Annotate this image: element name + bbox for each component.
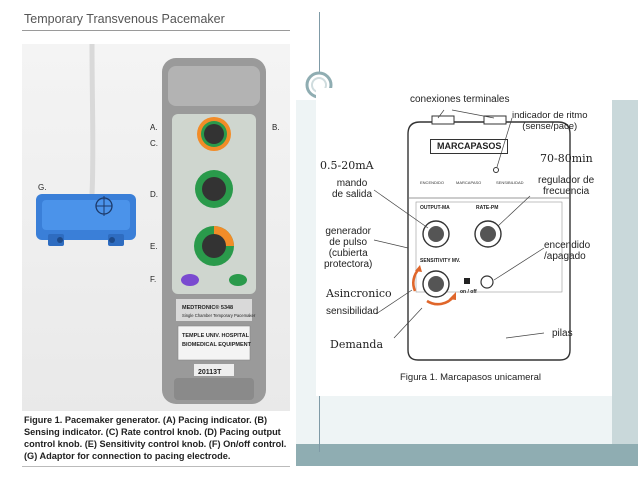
label-generador: generador de pulso (cubierta protectora) xyxy=(324,226,373,270)
pacemaker-photo: A. B. C. D. E. F. G. MEDTRONIC® 5348 Sin… xyxy=(22,44,290,411)
label-b: B. xyxy=(272,123,280,132)
slide-edge-band xyxy=(612,100,638,444)
pacemaker-illustration: A. B. C. D. E. F. G. MEDTRONIC® 5348 Sin… xyxy=(36,44,280,404)
label-encendido: encendido /apagado xyxy=(544,240,591,262)
label-rate-range: 70-80min xyxy=(540,152,593,165)
svg-text:ENCENDIDO: ENCENDIDO xyxy=(420,180,444,185)
asset-number: 20113T xyxy=(198,369,222,376)
label-mando: mando de salida xyxy=(332,178,373,200)
electrode-adaptor-icon xyxy=(36,194,136,246)
label-regulador: regulador de frecuencia xyxy=(538,175,595,197)
svg-text:MARCAPASO: MARCAPASO xyxy=(456,180,481,185)
pacemaker-diagram: ENCENDIDO MARCAPASO SENSIBILIDAD conexione… xyxy=(316,88,612,396)
asset-line-1: TEMPLE UNIV. HOSPITAL xyxy=(182,333,250,339)
bottom-divider xyxy=(22,466,290,467)
panel-rate-label: RATE-PM xyxy=(476,205,499,211)
label-e: E. xyxy=(150,242,158,251)
panel-onoff-label: on / off xyxy=(460,289,477,295)
diagram-drawing: ENCENDIDO MARCAPASO SENSIBILIDAD xyxy=(373,109,571,361)
label-d: D. xyxy=(150,190,158,199)
label-sensibilidad: sensibilidad xyxy=(326,306,379,317)
label-output-range: 0.5-20mA xyxy=(320,159,374,172)
pacemaker-body xyxy=(162,58,266,404)
caption-text: Figure 1. Pacemaker generator. (A) Pacin… xyxy=(24,415,287,461)
label-f: F. xyxy=(150,275,156,284)
label-indicador: indicador de ritmo (sense/pace) xyxy=(512,110,588,132)
device-title: MARCAPASOS xyxy=(430,139,509,154)
label-a: A. xyxy=(150,123,158,132)
panel-sensitivity-label: SENSITIVITY MV. xyxy=(420,258,461,264)
label-pilas: pilas xyxy=(552,328,573,339)
article-title: Temporary Transvenous Pacemaker xyxy=(24,12,225,26)
asset-line-2: BIOMEDICAL EQUIPMENT xyxy=(182,342,252,348)
diagram-figure-caption: Figura 1. Marcapasos unicameral xyxy=(400,372,541,383)
svg-text:SENSIBILIDAD: SENSIBILIDAD xyxy=(496,180,524,185)
label-asincronico: Asincronico xyxy=(326,287,392,300)
device-brand: MEDTRONIC® 5348 xyxy=(182,304,233,311)
figure-caption: Figure 1. Pacemaker generator. (A) Pacin… xyxy=(24,414,290,462)
device-subtitle: Single Chamber Temporary Pacemaker xyxy=(182,313,256,318)
slide-footer-band xyxy=(296,444,638,466)
label-g: G. xyxy=(38,183,46,192)
label-demanda: Demanda xyxy=(330,338,384,351)
title-divider xyxy=(22,30,290,31)
label-conexiones: conexiones terminales xyxy=(410,94,510,105)
label-c: C. xyxy=(150,139,158,148)
panel-output-label: OUTPUT-MA xyxy=(420,205,450,211)
